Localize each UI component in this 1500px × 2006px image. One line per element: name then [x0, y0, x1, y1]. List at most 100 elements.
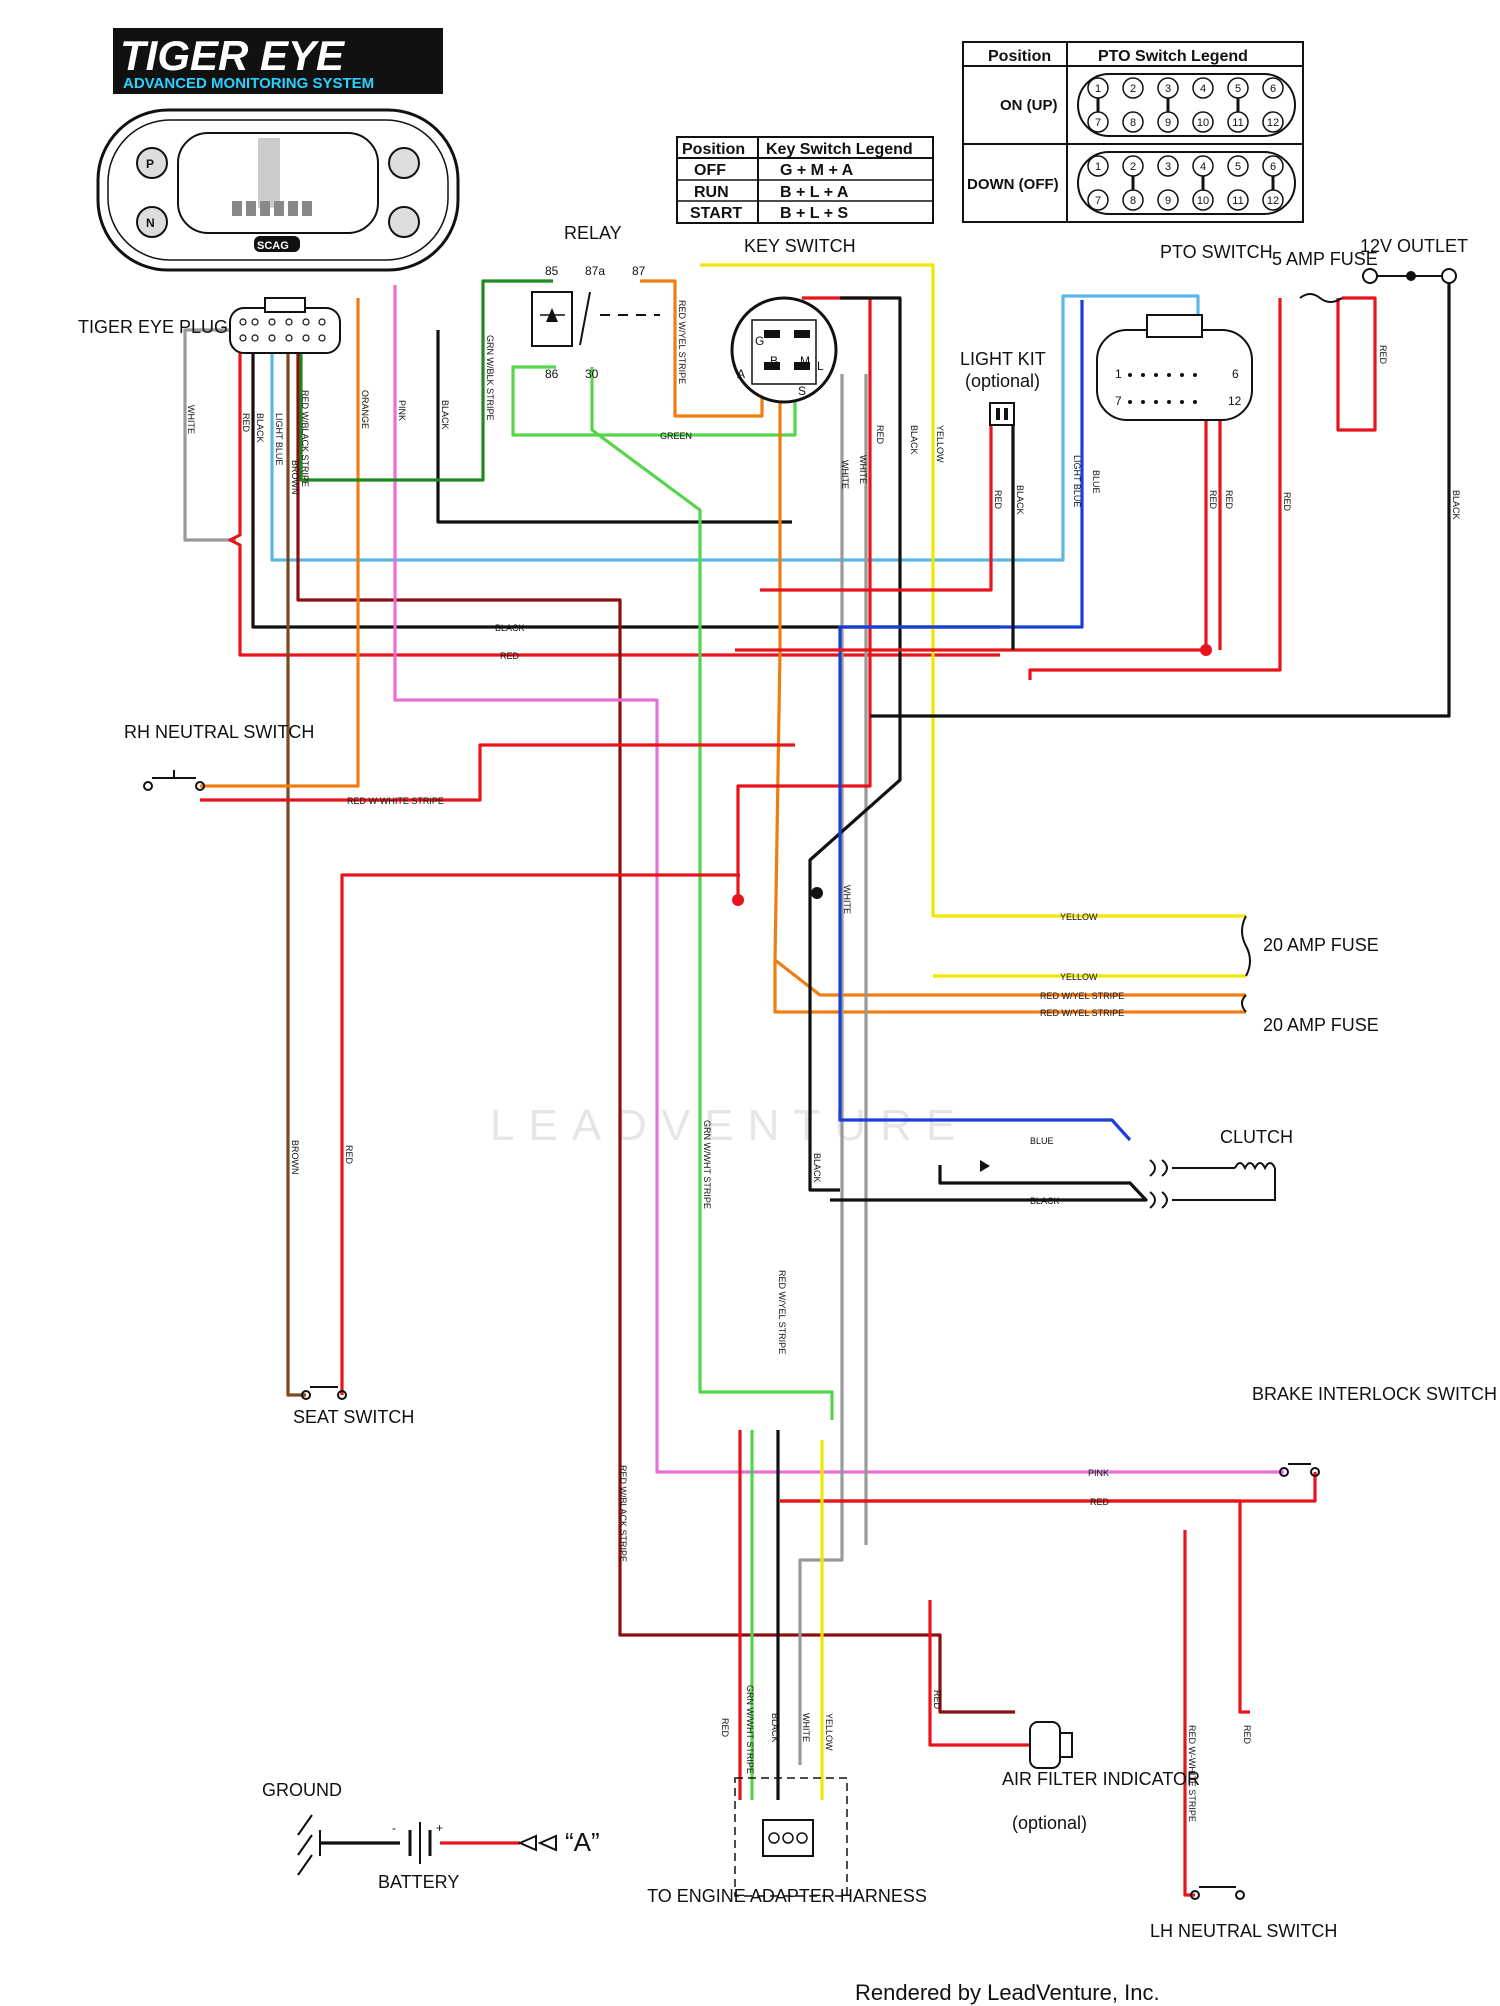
pto-plug-pin: 1 [1115, 367, 1122, 381]
wire-label: PINK [1088, 1468, 1109, 1478]
wire-label: GRN W/WHT STRIPE [702, 1120, 712, 1209]
relay-label: RELAY [564, 223, 622, 243]
fuse-20amp-2-symbol [1241, 994, 1247, 1013]
pto-switch-label: PTO SWITCH [1160, 242, 1273, 262]
wire-label: BLACK [909, 425, 919, 455]
wire-label: BLACK [770, 1713, 780, 1743]
pto-legend-pin-label: 5 [1235, 83, 1241, 95]
wire-label: RED W/YEL STRIPE [1040, 991, 1124, 1001]
pto-plug-pin: 6 [1232, 367, 1239, 381]
key-pin: L [817, 359, 824, 373]
pto-legend-pin [1157, 155, 1179, 177]
engine-harness-label: TO ENGINE ADAPTER HARNESS [647, 1886, 927, 1906]
tiger-eye-plug [229, 297, 341, 354]
relay-pin: 87a [585, 264, 605, 278]
wire-label: WHITE [858, 455, 868, 484]
wire-label: RED W/YEL STRIPE [777, 1270, 787, 1354]
clutch-label: CLUTCH [1220, 1127, 1293, 1147]
tiger-eye-logo: TIGER EYE ADVANCED MONITORING SYSTEM [113, 28, 443, 94]
tiger-eye-plug-label: TIGER EYE PLUG [78, 317, 228, 337]
pto-legend-pin-label: 12 [1267, 117, 1279, 129]
wire-label: RED W/BLACK STRIPE [618, 1465, 628, 1562]
fuse-20amp-1-label: 20 AMP FUSE [1263, 935, 1379, 955]
wire-label: GRN W/BLK STRIPE [485, 335, 495, 421]
brake-interlock-switch [1279, 1463, 1320, 1477]
wire-label: BLACK [255, 413, 265, 443]
ground-symbol [297, 1814, 321, 1876]
wire-label: RED W-WHITE STRIPE [1187, 1725, 1197, 1822]
lh-neutral-label: LH NEUTRAL SWITCH [1150, 1921, 1337, 1941]
fuse-5amp-label: 5 AMP FUSE [1272, 249, 1378, 269]
relay-pin: 87 [632, 264, 646, 278]
light-kit-label: LIGHT KIT [960, 349, 1046, 369]
wire-label: YELLOW [824, 1713, 834, 1751]
wire-label: RED [875, 425, 885, 445]
battery-symbol: - + [392, 1821, 557, 1864]
light-kit-connector [989, 402, 1015, 426]
pto-legend-pin [1192, 111, 1214, 133]
wire-label: RED [720, 1718, 730, 1738]
wire-label: BLACK [1030, 1196, 1060, 1206]
engine-adapter-connector [734, 1777, 848, 1897]
pto-legend-pin [1227, 155, 1249, 177]
pto-plug-pin: 7 [1115, 394, 1122, 408]
wire-label: BROWN [290, 1140, 300, 1175]
wire-label: RED [1090, 1497, 1110, 1507]
key-legend-cell: OFF [694, 162, 726, 179]
wire-label: RED [993, 490, 1003, 510]
wire-label: BLUE [1030, 1136, 1054, 1146]
pto-plug-pin: 12 [1228, 394, 1242, 408]
wire-label: WHITE [842, 885, 852, 914]
wire-label: BLUE [1091, 470, 1101, 494]
key-legend-cell: B + L + A [780, 184, 849, 201]
pto-legend-pin-label: 1 [1095, 83, 1101, 95]
key-legend-header-title: Key Switch Legend [766, 141, 913, 158]
wire-label: PINK [397, 400, 407, 421]
wire-label: GRN W/WHT STRIPE [745, 1685, 755, 1774]
wire-label: RED [1282, 492, 1292, 512]
key-legend-cell: G + M + A [780, 162, 854, 179]
wire-label: RED W/YEL STRIPE [677, 300, 687, 384]
seat-switch [301, 1386, 347, 1400]
key-legend-header-position: Position [682, 141, 745, 158]
pto-legend-pin-label: 7 [1095, 117, 1101, 129]
wire-label: WHITE [801, 1713, 811, 1742]
pto-legend-pin-label: 3 [1165, 161, 1171, 173]
pto-legend-pin-label: 3 [1165, 83, 1171, 95]
pto-legend-pin [1192, 77, 1214, 99]
lh-neutral-switch [1190, 1886, 1245, 1900]
fuse-20amp-2-label: 20 AMP FUSE [1263, 1015, 1379, 1035]
pto-legend-pin-label: 2 [1130, 161, 1136, 173]
air-filter-label: AIR FILTER INDICATOR [1002, 1769, 1200, 1789]
pto-legend-pin-label: 9 [1165, 195, 1171, 207]
wire-label: WHITE [840, 460, 850, 489]
svg-text:+: + [436, 1821, 443, 1835]
pto-legend-pin [1227, 189, 1249, 211]
key-pin: M [800, 354, 810, 368]
pto-legend-pin-label: 7 [1095, 195, 1101, 207]
wire-label: RED W-WHITE STRIPE [347, 796, 444, 806]
wire-label: RED W/YEL STRIPE [1040, 1008, 1124, 1018]
relay-pin: 85 [545, 264, 559, 278]
wire-label: RED [241, 413, 251, 433]
key-pin: B [770, 354, 778, 368]
key-pin: A [737, 367, 745, 381]
pto-legend-pin-label: 12 [1267, 195, 1279, 207]
pto-legend-pin [1122, 77, 1144, 99]
light-kit-note: (optional) [965, 371, 1040, 391]
wire-label: RED [932, 1690, 942, 1710]
wires [183, 263, 1451, 1897]
wire-label: BLACK [812, 1153, 822, 1183]
pto-legend-pin-label: 9 [1165, 117, 1171, 129]
pto-legend-pin-label: 4 [1200, 83, 1206, 95]
key-pin: S [798, 384, 806, 398]
pto-switch-plug: 1 6 7 12 [1096, 314, 1253, 421]
wire-label: RED [344, 1145, 354, 1165]
pto-legend-pin-label: 1 [1095, 161, 1101, 173]
credit-text: Rendered by LeadVenture, Inc. [855, 1980, 1160, 2005]
pto-legend-header-title: PTO Switch Legend [1098, 48, 1248, 65]
pto-legend-pos-on: ON (UP) [1000, 97, 1058, 114]
pto-legend-pin-label: 2 [1130, 83, 1136, 95]
brake-interlock-label: BRAKE INTERLOCK SWITCH [1252, 1384, 1497, 1404]
